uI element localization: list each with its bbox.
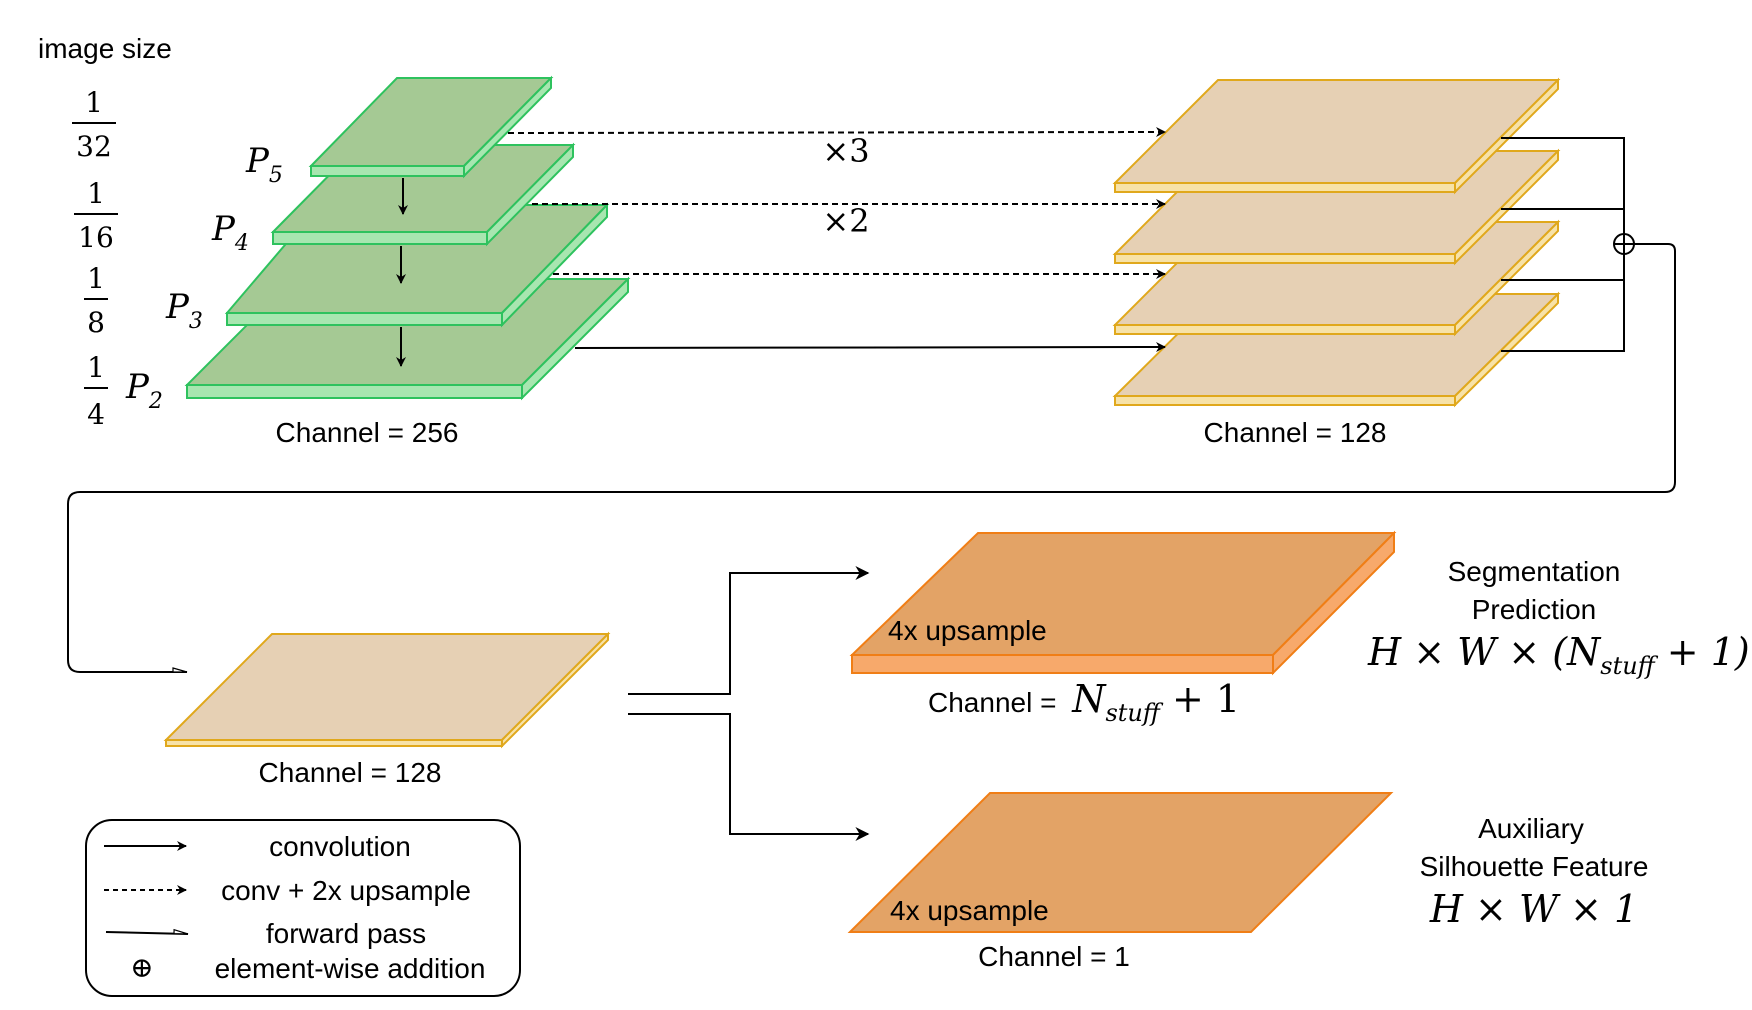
seg-shape-formula: H × W × (Nstuff + 1) [1367, 630, 1750, 680]
branch-arrow-aux [628, 713, 870, 841]
forward-pass-connector [67, 243, 1676, 673]
fraction-1-16: 1 16 [74, 177, 118, 254]
fraction-1-8: 1 8 [84, 262, 108, 339]
tan-slab-1 [1112, 77, 1561, 195]
legend: convolution conv + 2x upsample forward p… [85, 819, 521, 997]
legend-addition: element-wise addition [215, 953, 486, 984]
svg-text:1: 1 [87, 351, 105, 384]
left-channel-label: Channel = 256 [276, 417, 459, 448]
svg-text:1: 1 [87, 177, 105, 210]
svg-text:1: 1 [87, 262, 105, 295]
legend-box [85, 819, 521, 997]
svg-text:32: 32 [76, 130, 112, 163]
svg-text:8: 8 [87, 306, 105, 339]
aux-head-slab [847, 792, 1394, 933]
fraction-1-32: 1 32 [72, 86, 116, 163]
element-wise-addition-icon [1613, 233, 1635, 255]
label-p3: P3 [165, 287, 203, 334]
svg-text:4: 4 [87, 398, 105, 431]
image-size-label: image size [38, 33, 172, 64]
aux-title-line1: Auxiliary [1478, 813, 1584, 844]
legend-forward-arrow-icon [105, 928, 189, 935]
aux-channel-label: Channel = 1 [978, 941, 1130, 972]
legend-forward-pass: forward pass [266, 918, 426, 949]
legend-conv-upsample: conv + 2x upsample [221, 875, 471, 906]
legend-addition-icon: ⊕ [130, 951, 153, 984]
merged-slab [163, 631, 611, 749]
solid-arrow-p2 [574, 342, 1166, 353]
seg-title-line2: Prediction [1472, 594, 1597, 625]
fraction-1-4: 1 4 [84, 351, 108, 431]
seg-channel-label: Channel = Nstuff + 1 [928, 677, 1240, 727]
svg-text:1: 1 [85, 86, 103, 119]
fpn-slab-p4 [270, 142, 576, 247]
label-p5: P5 [245, 141, 283, 188]
seg-title-line1: Segmentation [1448, 556, 1621, 587]
right-channel-label: Channel = 128 [1204, 417, 1387, 448]
legend-convolution: convolution [269, 831, 411, 862]
fpn-slab-p5 [308, 75, 554, 179]
seg-head-slab [849, 530, 1397, 676]
upsample-x2-label: ×2 [822, 202, 869, 240]
branch-arrow-seg [628, 566, 870, 695]
label-p2: P2 [125, 367, 163, 414]
aux-upsample-label: 4x upsample [890, 895, 1049, 926]
aux-title-line2: Silhouette Feature [1420, 851, 1649, 882]
svg-text:16: 16 [78, 221, 114, 254]
merged-channel-label: Channel = 128 [259, 757, 442, 788]
upsample-x3-label: ×3 [822, 132, 869, 170]
seg-upsample-label: 4x upsample [888, 615, 1047, 646]
aux-shape-formula: H × W × 1 [1429, 887, 1638, 931]
label-p4: P4 [211, 209, 249, 256]
